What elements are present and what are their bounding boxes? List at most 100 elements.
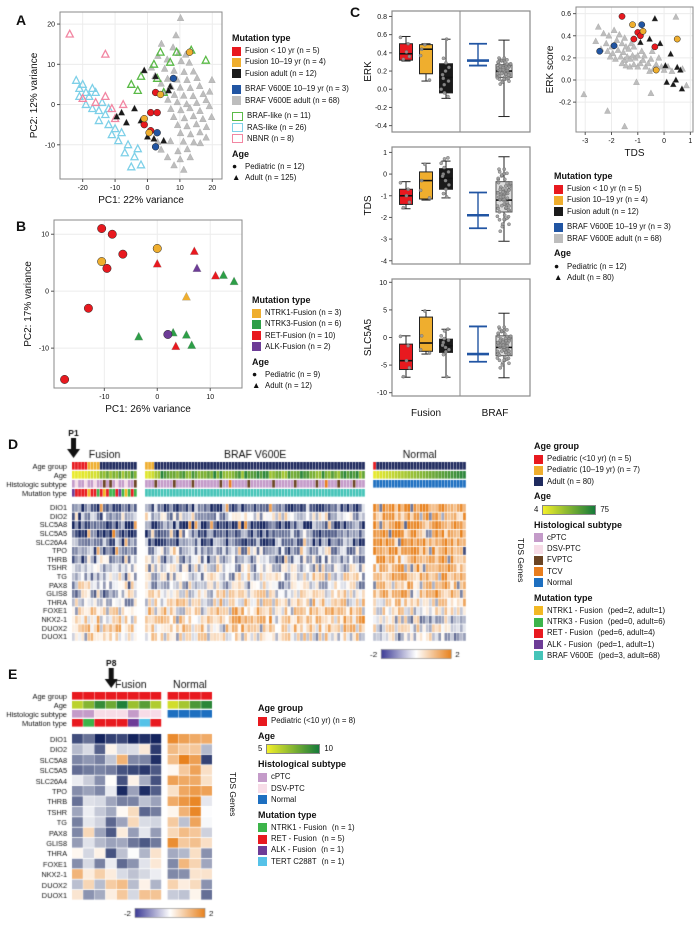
svg-text:10: 10 <box>176 185 184 192</box>
legend-item-label: BRAF-like (n = 11) <box>247 111 311 121</box>
legend-item-label: Fusion < 10 yr (n = 5) <box>245 46 320 56</box>
series-ras-like <box>71 75 146 171</box>
legend-title: Mutation type <box>252 295 311 305</box>
legend-item-label: Fusion < 10 yr (n = 5) <box>567 184 642 194</box>
legend-item-label: Fusion 10–19 yr (n = 4) <box>245 57 326 67</box>
color-swatch-icon <box>258 857 267 867</box>
color-swatch-icon <box>554 222 563 232</box>
svg-text:TDS: TDS <box>363 195 374 215</box>
legend-item-label: DSV-PTC <box>271 783 305 793</box>
legend-item: NTRK1-Fusion (n = 3) <box>252 308 362 318</box>
legend-title: Age <box>252 356 270 367</box>
color-swatch-icon <box>252 308 261 318</box>
color-swatch-icon <box>534 544 543 554</box>
svg-text:0: 0 <box>662 138 666 145</box>
series-fusion-adult <box>637 14 686 92</box>
svg-text:10: 10 <box>41 232 49 239</box>
legend-item-label: BRAF V600E <box>547 650 594 660</box>
legend-item: BRAF V600E 10–19 yr (n = 3) <box>554 222 699 232</box>
svg-text:0.6: 0.6 <box>561 11 571 18</box>
color-swatch-icon <box>534 454 543 464</box>
legend-item-note: (ped=3, adult=68) <box>598 650 660 660</box>
legend-item: BRAF V600E adult (n = 68) <box>554 234 699 244</box>
series-ntrk1-fusion-adult <box>181 291 191 301</box>
color-swatch-icon <box>232 123 243 133</box>
color-swatch-icon <box>232 134 243 144</box>
legend-title: Age <box>258 730 276 741</box>
legend-item-label: Adult (n = 125) <box>245 173 297 183</box>
legend-item-label: BRAF V600E adult (n = 68) <box>567 233 662 243</box>
series-ntrk1-fusion-pediatric <box>97 244 162 267</box>
svg-text:0: 0 <box>146 185 150 192</box>
legend-item: RAS-like (n = 26) <box>232 123 352 133</box>
legend-item: Pediatric (<10 yr) (n = 8) <box>258 716 430 726</box>
legend-item: TERT C288T(n = 1) <box>258 857 430 867</box>
color-swatch-icon <box>258 834 267 844</box>
svg-text:-1: -1 <box>381 193 387 200</box>
svg-text:SLC5A5: SLC5A5 <box>363 318 374 356</box>
svg-text:-5: -5 <box>381 363 387 370</box>
age-gradient-swatch <box>266 744 321 755</box>
svg-text:PC1: 22% variance: PC1: 22% variance <box>98 195 184 206</box>
svg-text:0.0: 0.0 <box>377 87 387 94</box>
legend-item: ● Pediatric (n = 12) <box>554 262 699 272</box>
legend-item-label: RET - Fusion <box>547 628 593 638</box>
legend-item: Fusion 10–19 yr (n = 4) <box>232 57 352 67</box>
tds-genes-label-e: TDS Genes <box>228 772 238 817</box>
legend-item: DSV-PTC <box>534 544 698 554</box>
svg-text:-0.2: -0.2 <box>559 100 571 107</box>
adult-triangle-icon: ▲ <box>554 271 563 282</box>
legend-item: DSV-PTC <box>258 784 430 794</box>
color-swatch-icon <box>534 640 543 650</box>
series-alk-fusion-pediatric <box>163 330 173 339</box>
svg-text:1: 1 <box>688 138 692 145</box>
series-nbnr <box>65 28 128 123</box>
series-alk-fusion-adult <box>192 263 202 272</box>
legend-title: Age <box>534 491 552 502</box>
color-swatch-icon <box>232 46 241 56</box>
color-swatch-icon <box>534 477 543 487</box>
legend-item-label: Pediatric (n = 12) <box>567 261 627 271</box>
legend-item-label: ALK - Fusion <box>271 845 317 855</box>
legend-item: cPTC <box>534 533 698 543</box>
legend-item-label: NTRK3-Fusion (n = 6) <box>265 319 342 329</box>
svg-text:PC2: 12% variance: PC2: 12% variance <box>29 52 40 138</box>
color-swatch-icon <box>534 651 543 661</box>
legend-item: Fusion adult (n = 12) <box>232 69 352 79</box>
svg-text:-2: -2 <box>381 215 387 222</box>
legend-item-note: (ped=2, adult=1) <box>607 605 666 615</box>
legend-item-label: Pediatric (n = 9) <box>265 369 321 379</box>
legend-title: Age <box>232 148 250 159</box>
svg-text:20: 20 <box>47 22 55 29</box>
legend-title: Age group <box>534 441 579 451</box>
adult-triangle-icon: ▲ <box>252 380 261 391</box>
svg-text:0.2: 0.2 <box>561 55 571 62</box>
svg-text:0: 0 <box>383 335 387 342</box>
svg-text:-10: -10 <box>45 142 55 149</box>
legend-item-label: TERT C288T <box>271 856 317 866</box>
color-swatch-icon <box>534 617 543 627</box>
legend-item: NTRK3 - Fusion(ped=0, adult=6) <box>534 617 698 627</box>
legend-item-note: (n = 5) <box>321 834 345 844</box>
svg-text:ERK score: ERK score <box>545 45 556 93</box>
legend-item: NTRK3-Fusion (n = 6) <box>252 319 362 329</box>
svg-text:10: 10 <box>379 280 387 287</box>
color-swatch-icon <box>258 772 267 782</box>
pediatric-circle-icon: ● <box>554 260 560 271</box>
legend-item-label: Adult (n = 80) <box>567 272 615 282</box>
pediatric-circle-icon: ● <box>232 160 238 171</box>
legend-item: cPTC <box>258 772 430 782</box>
svg-text:-0.4: -0.4 <box>375 123 387 130</box>
adult-triangle-icon: ▲ <box>232 172 241 183</box>
svg-text:0.8: 0.8 <box>377 14 387 21</box>
legend-item: Fusion 10–19 yr (n = 4) <box>554 195 699 205</box>
series-fusion-10-19-yr <box>140 48 194 137</box>
legend-item: ALK - Fusion(ped=1, adult=1) <box>534 640 698 650</box>
legend-item-label: RAS-like (n = 26) <box>247 122 307 132</box>
